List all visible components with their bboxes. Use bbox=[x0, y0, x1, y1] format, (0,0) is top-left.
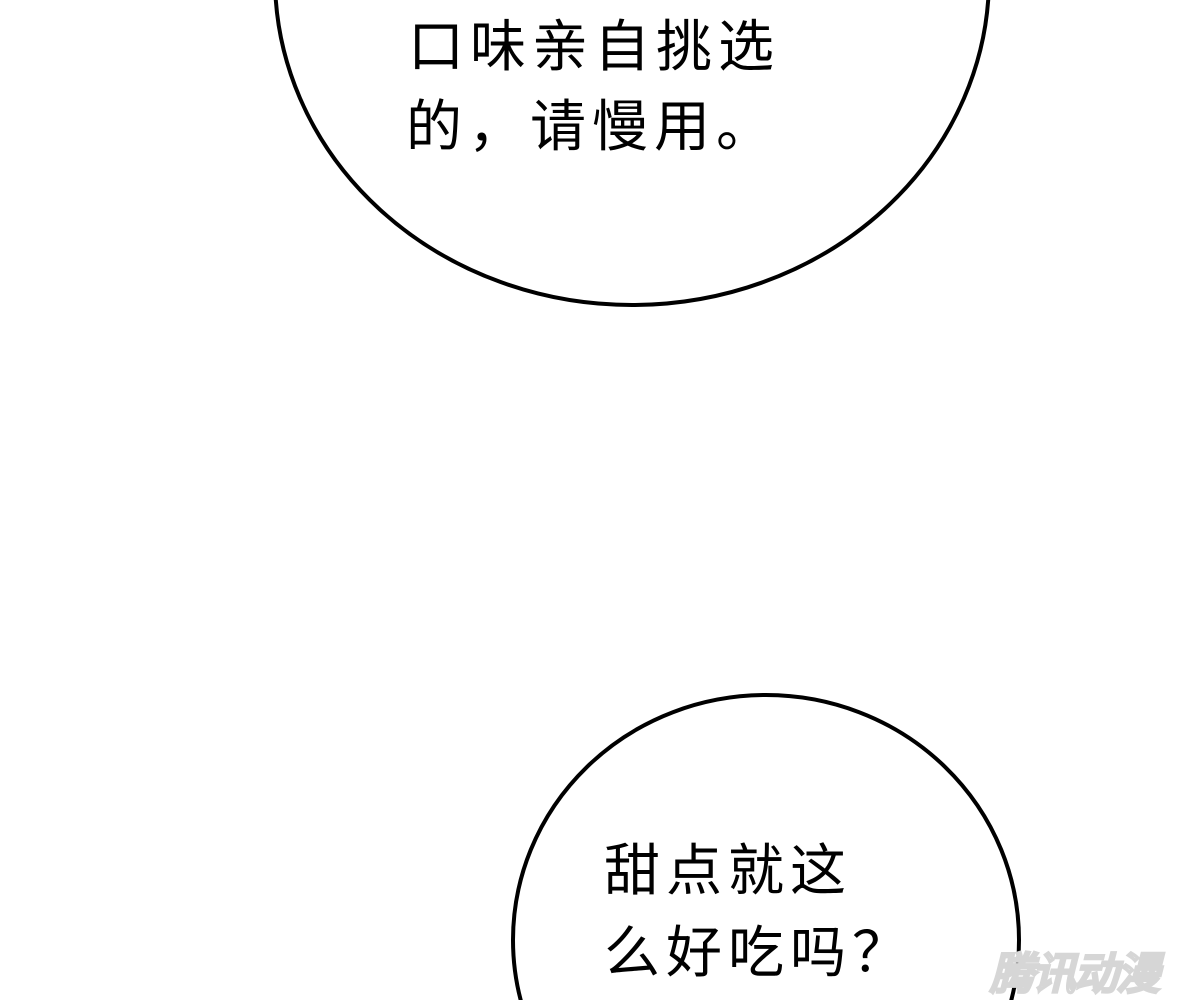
bubble-text-line: 么好吃吗？ bbox=[604, 921, 914, 986]
speech-bubble-top-outline bbox=[273, 0, 991, 307]
speech-bubble-bottom-outline bbox=[511, 693, 1021, 1000]
bubble-text-line: 的，请慢用。 bbox=[406, 95, 778, 160]
watermark-logo: 腾讯动漫 bbox=[989, 948, 1161, 1001]
bubble-text-line: 口味亲自挑选 bbox=[408, 15, 780, 80]
bubble-text-line: 甜点就这 bbox=[604, 839, 852, 904]
